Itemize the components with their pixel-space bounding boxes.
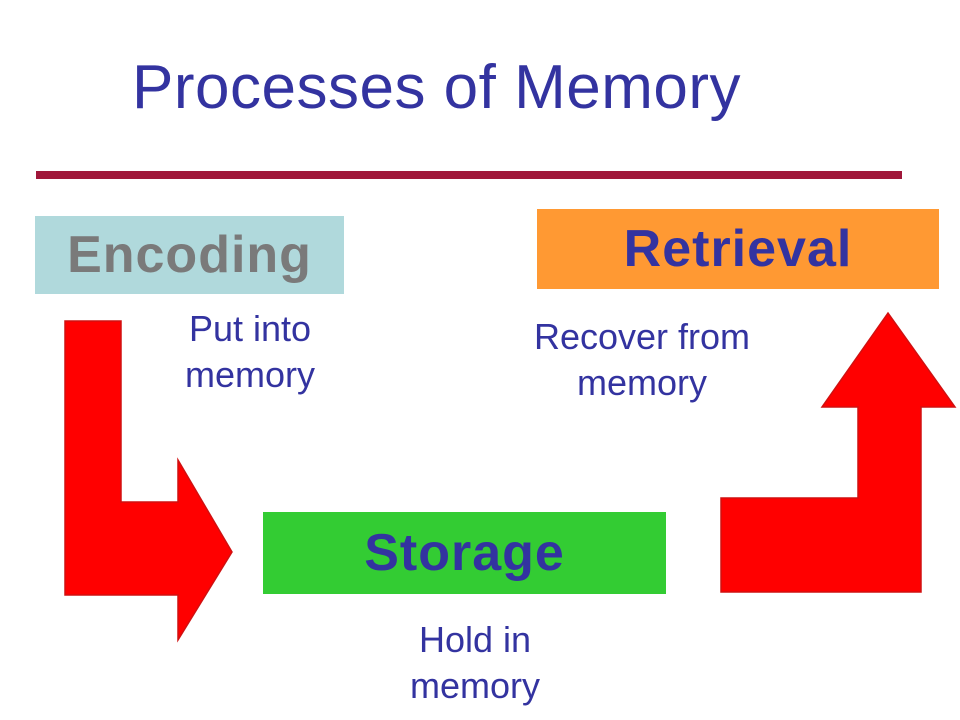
storage-description-line1: Hold in (418, 619, 532, 660)
encoding-box: Encoding (35, 216, 344, 294)
slide-title: Processes of Memory (132, 53, 742, 122)
storage-description-line2: memory (409, 665, 540, 706)
title-divider (36, 171, 902, 179)
storage-to-retrieval-arrow (720, 311, 957, 593)
retrieval-description-line1: Recover from (533, 316, 751, 357)
encoding-to-storage-arrow (64, 320, 233, 643)
encoding-description-line2: memory (184, 354, 315, 395)
encoding-label: Encoding (67, 226, 312, 284)
encoding-description-line1: Put into (188, 308, 312, 349)
encoding-description: Put into memory (150, 306, 350, 398)
retrieval-description-line2: memory (576, 362, 707, 403)
storage-box: Storage (263, 512, 666, 594)
storage-description: Hold in memory (360, 617, 590, 709)
retrieval-label: Retrieval (623, 220, 853, 278)
storage-label: Storage (364, 524, 565, 582)
retrieval-box: Retrieval (537, 209, 939, 289)
retrieval-description: Recover from memory (492, 314, 792, 406)
